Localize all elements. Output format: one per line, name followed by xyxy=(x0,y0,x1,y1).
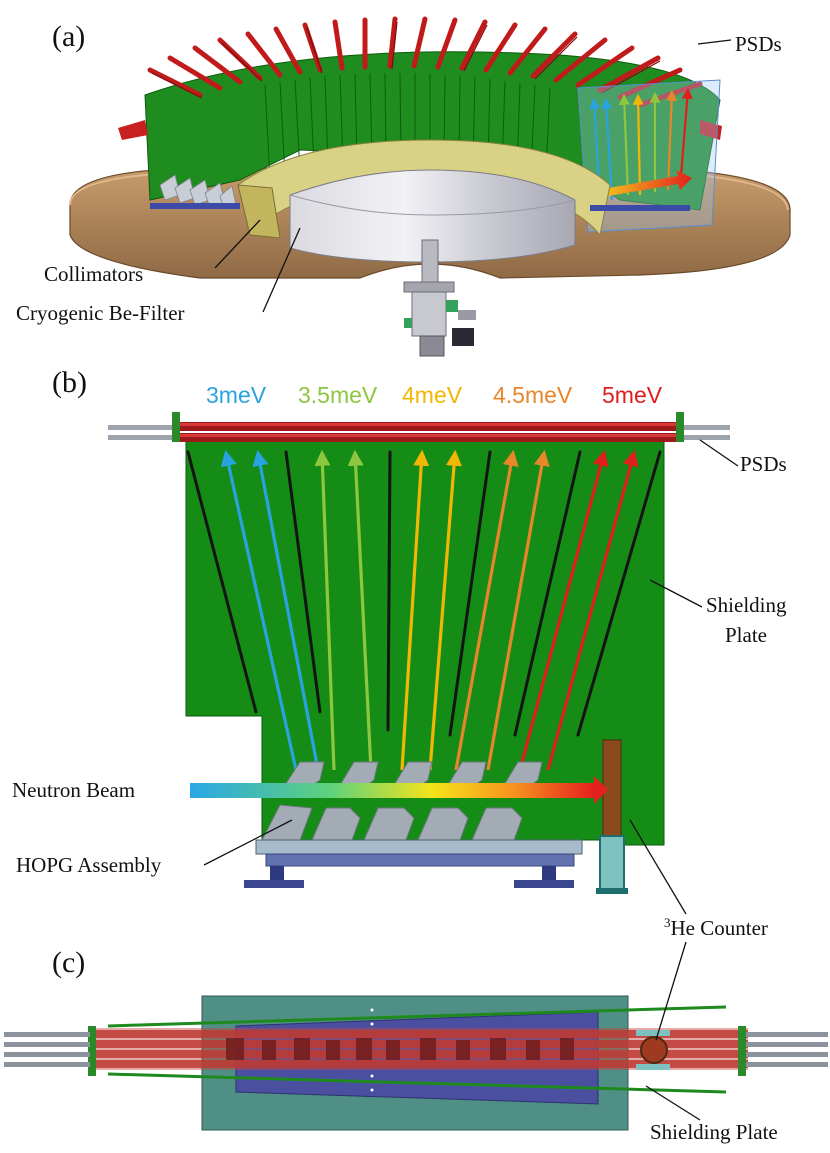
he3-counter-c xyxy=(640,1036,668,1064)
be-filter-cryostat xyxy=(289,169,576,263)
energy-label-5mev: 5meV xyxy=(602,382,663,408)
arrow-4mev-1 xyxy=(400,449,430,771)
psds-leader-a xyxy=(697,39,732,45)
black-blades-b xyxy=(186,450,662,737)
shielding-label-b-2: Plate xyxy=(725,623,767,647)
arrow-3mev-2 xyxy=(252,449,320,771)
panel-c-label: (c) xyxy=(52,946,85,979)
panel-c: (c) Shielding Plate xyxy=(4,941,828,1144)
cryostat-stalk xyxy=(421,239,439,289)
he3-leader-b xyxy=(629,819,687,915)
energy-label-3.5mev: 3.5meV xyxy=(298,382,378,408)
psd-tubes-b xyxy=(108,412,730,442)
arrow-5mev-2 xyxy=(546,449,639,771)
arrow-4.5mev-2 xyxy=(486,449,550,771)
arrow-3.5mev-2 xyxy=(347,449,373,771)
psds-label-a: PSDs xyxy=(735,32,782,56)
panel-b-label: (b) xyxy=(52,366,87,399)
collimators-label: Collimators xyxy=(44,262,143,286)
panel-a: (a) PSDs Collimators Cryogenic Be-Filter xyxy=(16,16,791,357)
arrow-5mev-1 xyxy=(518,449,609,771)
shielding-plate-line-top xyxy=(107,1005,727,1028)
be-filter-label: Cryogenic Be-Filter xyxy=(16,301,185,325)
psd-tubes-c xyxy=(4,1026,828,1076)
hopg-label: HOPG Assembly xyxy=(16,853,162,877)
hopg-base-plate xyxy=(255,839,583,855)
arrow-4mev-2 xyxy=(428,449,462,771)
he3-label: 3He Counter xyxy=(664,915,768,940)
collimators-leader xyxy=(214,219,261,269)
he3-leader-c xyxy=(655,941,687,1041)
panel-b: 3meV 3.5meV 4meV 4.5meV 5meV (b) PSDs Sh… xyxy=(12,366,787,940)
shielding-label-c: Shielding Plate xyxy=(650,1120,778,1144)
hopg-crystals-c xyxy=(226,1038,574,1060)
neutron-beam-label: Neutron Beam xyxy=(12,778,135,802)
psd-fan-a xyxy=(147,16,703,108)
arrow-4.5mev-1 xyxy=(454,449,519,771)
he3-superscript: 3 xyxy=(664,915,671,930)
center-dots-c xyxy=(370,1008,374,1092)
shielding-label-b-1: Shielding xyxy=(706,593,787,617)
he3-text: He Counter xyxy=(671,916,768,940)
be-filter-leader xyxy=(262,227,301,313)
neutron-beam-arrow xyxy=(190,783,594,798)
hopg-leader xyxy=(203,819,293,866)
shielding-plate-line-bottom xyxy=(107,1072,727,1094)
energy-label-4mev: 4meV xyxy=(402,382,463,408)
shielding-leader-b xyxy=(649,579,703,608)
psd-fan-a-dark xyxy=(151,21,661,99)
arrow-3.5mev-1 xyxy=(314,449,336,771)
scattered-arrows-b xyxy=(220,449,639,771)
psds-label-b: PSDs xyxy=(740,452,787,476)
arrow-3mev-1 xyxy=(220,449,298,771)
energy-label-4.5mev: 4.5meV xyxy=(493,382,573,408)
panel-a-label: (a) xyxy=(52,20,85,53)
energy-arrows-a xyxy=(589,87,693,201)
shielding-leader-c xyxy=(645,1085,701,1121)
psds-leader-b xyxy=(699,439,739,467)
energy-label-3mev: 3meV xyxy=(206,382,267,408)
